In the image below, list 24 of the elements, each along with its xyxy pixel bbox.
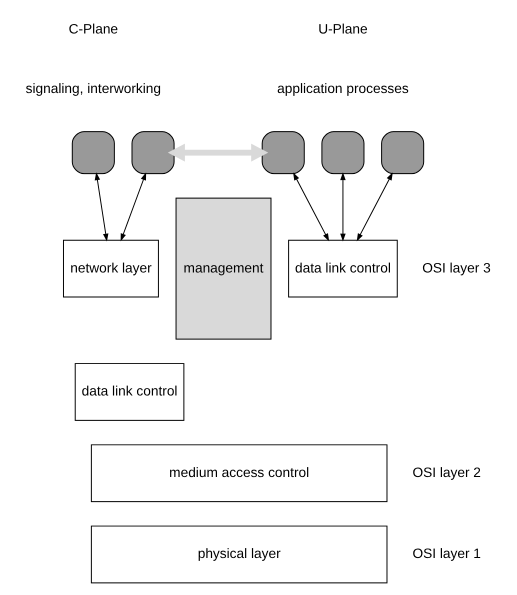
arrow (167, 144, 268, 162)
node-box: data link control (74, 363, 184, 421)
node-box (71, 131, 114, 174)
label: OSI layer 3 (422, 260, 490, 276)
node-box (131, 131, 174, 174)
label: signaling, interworking (25, 81, 161, 96)
node-box (380, 131, 424, 174)
arrow (94, 172, 108, 242)
label: C-Plane (68, 21, 118, 36)
node-box (320, 131, 364, 174)
node-box: management (175, 198, 271, 340)
node-box: data link control (288, 240, 398, 298)
node-box: network layer (62, 240, 158, 298)
label: U-Plane (318, 21, 368, 36)
arrow (340, 172, 346, 242)
arrow (292, 172, 329, 242)
node-box: medium access control (90, 444, 387, 502)
arrow (356, 172, 392, 242)
arrow (120, 172, 146, 242)
node-box: physical layer (90, 526, 387, 584)
node-box (261, 131, 304, 174)
label: OSI layer 1 (412, 546, 480, 562)
label: application processes (276, 81, 408, 96)
label: OSI layer 2 (412, 464, 480, 480)
